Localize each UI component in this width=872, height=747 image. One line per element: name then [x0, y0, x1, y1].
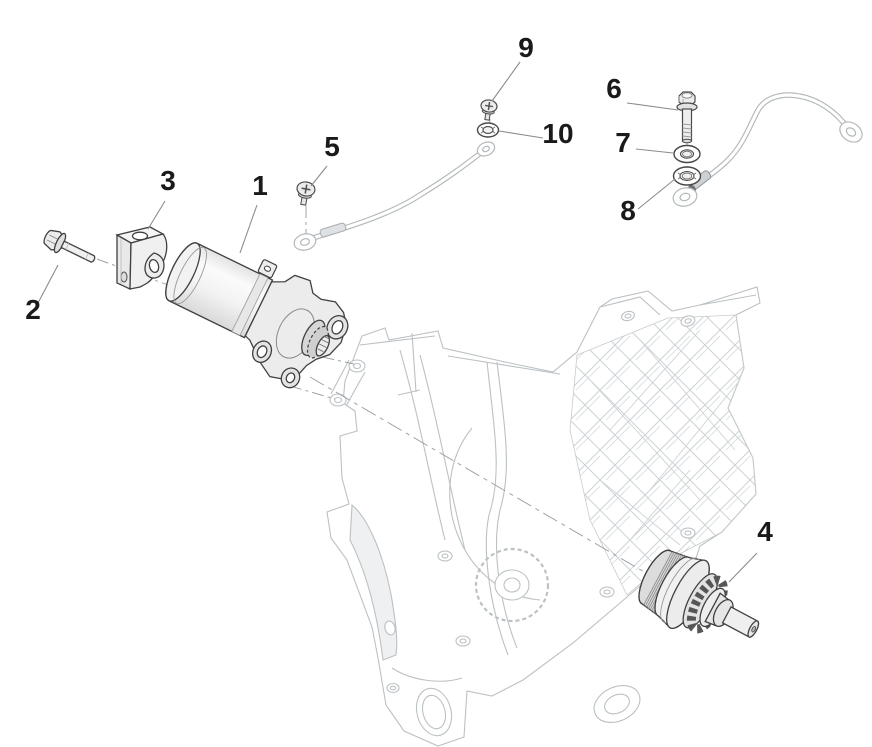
leader-line-9 — [491, 61, 521, 102]
washer-10 — [476, 122, 500, 138]
washer-8 — [672, 166, 702, 186]
washer-7 — [673, 144, 701, 164]
callout-8: 8 — [620, 195, 636, 226]
callout-3: 3 — [160, 165, 176, 196]
phillips-cross-icon — [484, 101, 494, 111]
callout-5: 5 — [324, 131, 340, 162]
callout-4: 4 — [757, 516, 773, 547]
callout-10: 10 — [542, 118, 573, 149]
leader-line-2 — [37, 264, 59, 304]
callout-2: 2 — [25, 294, 41, 325]
leader-line-3 — [147, 200, 166, 230]
phillips-cross-icon — [301, 184, 311, 194]
leader-line-1 — [239, 204, 258, 254]
ring-terminal — [293, 233, 317, 251]
leader-line-10 — [498, 130, 544, 139]
callout-numbers: 1 2 3 4 5 6 7 8 9 10 — [25, 32, 773, 547]
cable-crimp — [319, 222, 347, 238]
case-rib-lattice — [569, 314, 757, 596]
leader-lines — [37, 61, 758, 583]
flange-bolt-2 — [43, 229, 96, 263]
leader-line-8 — [637, 178, 676, 210]
engine-case — [326, 286, 761, 747]
ground-cable-right — [672, 92, 863, 207]
callout-7: 7 — [615, 127, 631, 158]
starter-motor-1 — [165, 242, 349, 389]
leader-line-4 — [728, 552, 758, 583]
mounting-bracket-3 — [115, 226, 168, 291]
callout-9: 9 — [518, 32, 534, 63]
case-bolt-holes — [386, 527, 696, 694]
callout-1: 1 — [252, 170, 268, 201]
callout-6: 6 — [606, 73, 622, 104]
ring-terminal — [839, 121, 863, 143]
leader-line-6 — [626, 102, 679, 111]
leader-line-5 — [310, 165, 328, 187]
hex-bolt-6 — [676, 91, 698, 144]
starter-drive-4 — [638, 549, 760, 638]
motor-pinion-gear — [301, 319, 331, 359]
ring-terminal — [476, 141, 496, 157]
case-left-arm — [349, 503, 398, 661]
ring-terminal — [672, 187, 698, 207]
screw-9 — [480, 99, 498, 121]
screw-5 — [296, 181, 316, 206]
ground-cable-left — [293, 141, 496, 251]
leader-line-7 — [635, 148, 674, 154]
